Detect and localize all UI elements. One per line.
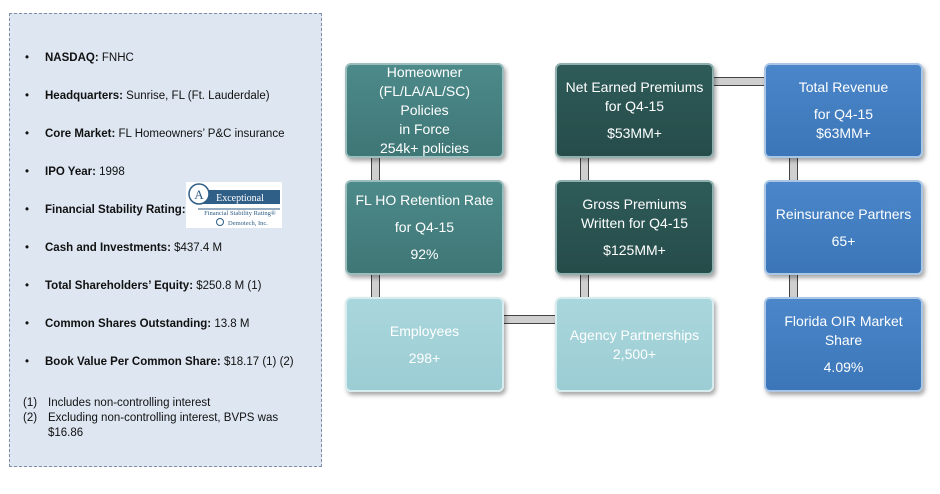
total-revenue-box: Total Revenue for Q4-15 $63MM+ bbox=[764, 63, 923, 158]
connector-v-1 bbox=[371, 156, 380, 183]
employees-box: Employees 298+ bbox=[345, 297, 504, 392]
fact-stability-rating: •Financial Stability Rating: bbox=[25, 204, 186, 216]
agency-partnerships-box: Agency Partnerships 2,500+ bbox=[555, 297, 714, 392]
svg-text:A: A bbox=[194, 187, 204, 202]
footnote-2-cont: $16.86 bbox=[48, 427, 84, 439]
svg-text:Demotech, Inc.: Demotech, Inc. bbox=[228, 220, 268, 227]
connector-h-1 bbox=[503, 315, 559, 324]
fact-ipo-year: •IPO Year: 1998 bbox=[25, 166, 125, 178]
company-facts-panel: •NASDAQ: FNHC •Headquarters: Sunrise, FL… bbox=[9, 13, 322, 467]
connector-v-2 bbox=[371, 272, 380, 299]
connector-v-4 bbox=[580, 272, 589, 299]
connector-h-2 bbox=[712, 77, 768, 86]
footnote-1: (1)Includes non-controlling interest bbox=[23, 397, 211, 409]
demotech-rating-badge-icon: Exceptional A Financial Stability Rating… bbox=[186, 182, 282, 228]
florida-oir-share-box: Florida OIR Market Share 4.09% bbox=[764, 297, 923, 392]
footnotes: (1)Includes non-controlling interest (2)… bbox=[23, 396, 278, 441]
reinsurance-partners-box: Reinsurance Partners 65+ bbox=[764, 180, 923, 275]
net-earned-premiums-box: Net Earned Premiums for Q4-15 $53MM+ bbox=[555, 63, 714, 158]
fact-cash-investments: •Cash and Investments: $437.4 M bbox=[25, 242, 223, 254]
connector-v-6 bbox=[789, 272, 798, 299]
homeowner-policies-box: Homeowner (FL/LA/AL/SC) Policies in Forc… bbox=[345, 63, 504, 158]
svg-text:Financial Stability Rating®: Financial Stability Rating® bbox=[204, 210, 276, 217]
fact-headquarters: •Headquarters: Sunrise, FL (Ft. Lauderda… bbox=[25, 90, 270, 102]
svg-text:Exceptional: Exceptional bbox=[216, 193, 264, 204]
fact-book-value: •Book Value Per Common Share: $18.17 (1)… bbox=[25, 356, 294, 368]
fact-core-market: •Core Market: FL Homeowners’ P&C insuran… bbox=[25, 128, 285, 140]
gross-premiums-box: Gross Premiums Written for Q4-15 $125MM+ bbox=[555, 180, 714, 275]
footnote-2: (2)Excluding non-controlling interest, B… bbox=[23, 412, 279, 424]
fact-shares-outstanding: •Common Shares Outstanding: 13.8 M bbox=[25, 318, 250, 330]
connector-v-5 bbox=[789, 156, 798, 183]
connector-v-3 bbox=[580, 156, 589, 183]
fact-shareholders-equity: •Total Shareholders’ Equity: $250.8 M (1… bbox=[25, 280, 262, 292]
fact-nasdaq: •NASDAQ: FNHC bbox=[25, 52, 134, 64]
retention-rate-box: FL HO Retention Rate for Q4-15 92% bbox=[345, 180, 504, 275]
